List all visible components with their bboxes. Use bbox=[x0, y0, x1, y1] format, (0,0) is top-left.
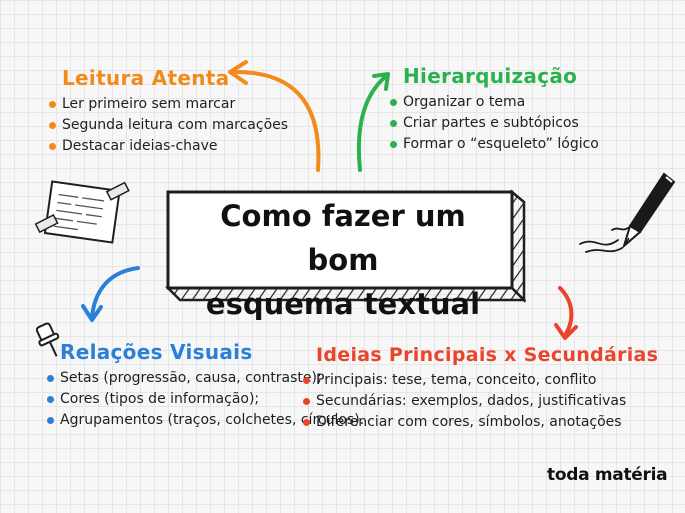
list-item: Principais: tese, tema, conceito, confli… bbox=[302, 370, 658, 391]
brand-logo: toda matéria bbox=[547, 465, 668, 485]
section-title: Leitura Atenta bbox=[62, 66, 230, 90]
central-title-line-1: Como fazer um bom bbox=[220, 199, 466, 277]
bullet-icon bbox=[303, 398, 310, 405]
pushpin-icon bbox=[35, 322, 60, 357]
bullet-icon bbox=[303, 419, 310, 426]
section-hierarquizacao: Hierarquização Organizar o tema Criar pa… bbox=[390, 64, 599, 155]
arrow-to-relacoes-visuais bbox=[90, 266, 140, 320]
central-title: Como fazer um bom esquema textual bbox=[182, 194, 504, 326]
bullet-icon bbox=[303, 377, 310, 384]
bullet-icon bbox=[47, 396, 54, 403]
central-title-line-2: esquema textual bbox=[205, 287, 481, 321]
fountain-pen-icon bbox=[579, 172, 676, 253]
list-item: Formar o “esqueleto” lógico bbox=[389, 134, 599, 155]
section-title: Relações Visuais bbox=[60, 340, 253, 364]
bullet-icon bbox=[49, 101, 56, 108]
section-title: Hierarquização bbox=[403, 64, 578, 88]
list-item: Organizar o tema bbox=[389, 92, 599, 113]
list-item: Cores (tipos de informação); bbox=[46, 389, 271, 410]
list-item: Segunda leitura com marcações bbox=[48, 115, 288, 136]
list-item: Agrupamentos (traços, colchetes, círculo… bbox=[46, 410, 364, 431]
bullet-icon bbox=[47, 375, 54, 382]
list-item: Diferenciar com cores, símbolos, anotaçõ… bbox=[302, 412, 658, 433]
bullet-icon bbox=[390, 141, 397, 148]
central-title-box: Como fazer um bom esquema textual bbox=[160, 188, 526, 321]
section-ideias-principais: Ideias Principais x Secundárias Principa… bbox=[303, 344, 659, 433]
section-leitura-atenta: Leitura Atenta Ler primeiro sem marcar S… bbox=[49, 66, 288, 157]
list-item: Secundárias: exemplos, dados, justificat… bbox=[302, 391, 658, 412]
list-item: Destacar ideias-chave bbox=[48, 136, 288, 157]
list-item: Ler primeiro sem marcar bbox=[48, 94, 288, 115]
bullet-icon bbox=[49, 122, 56, 129]
section-relacoes-visuais: Relações Visuais Setas (progressão, caus… bbox=[47, 340, 364, 431]
bullet-icon bbox=[390, 99, 397, 106]
note-paper-icon bbox=[34, 180, 130, 244]
arrow-to-hierarquizacao bbox=[356, 76, 386, 172]
list-item: Setas (progressão, causa, contraste); bbox=[46, 368, 322, 389]
bullet-icon bbox=[390, 120, 397, 127]
list-item: Criar partes e subtópicos bbox=[389, 113, 599, 134]
arrow-to-leitura-atenta bbox=[234, 70, 321, 172]
bullet-icon bbox=[47, 417, 54, 424]
section-title: Ideias Principais x Secundárias bbox=[316, 344, 659, 366]
arrow-to-ideias-principais bbox=[558, 286, 574, 336]
bullet-icon bbox=[49, 143, 56, 150]
